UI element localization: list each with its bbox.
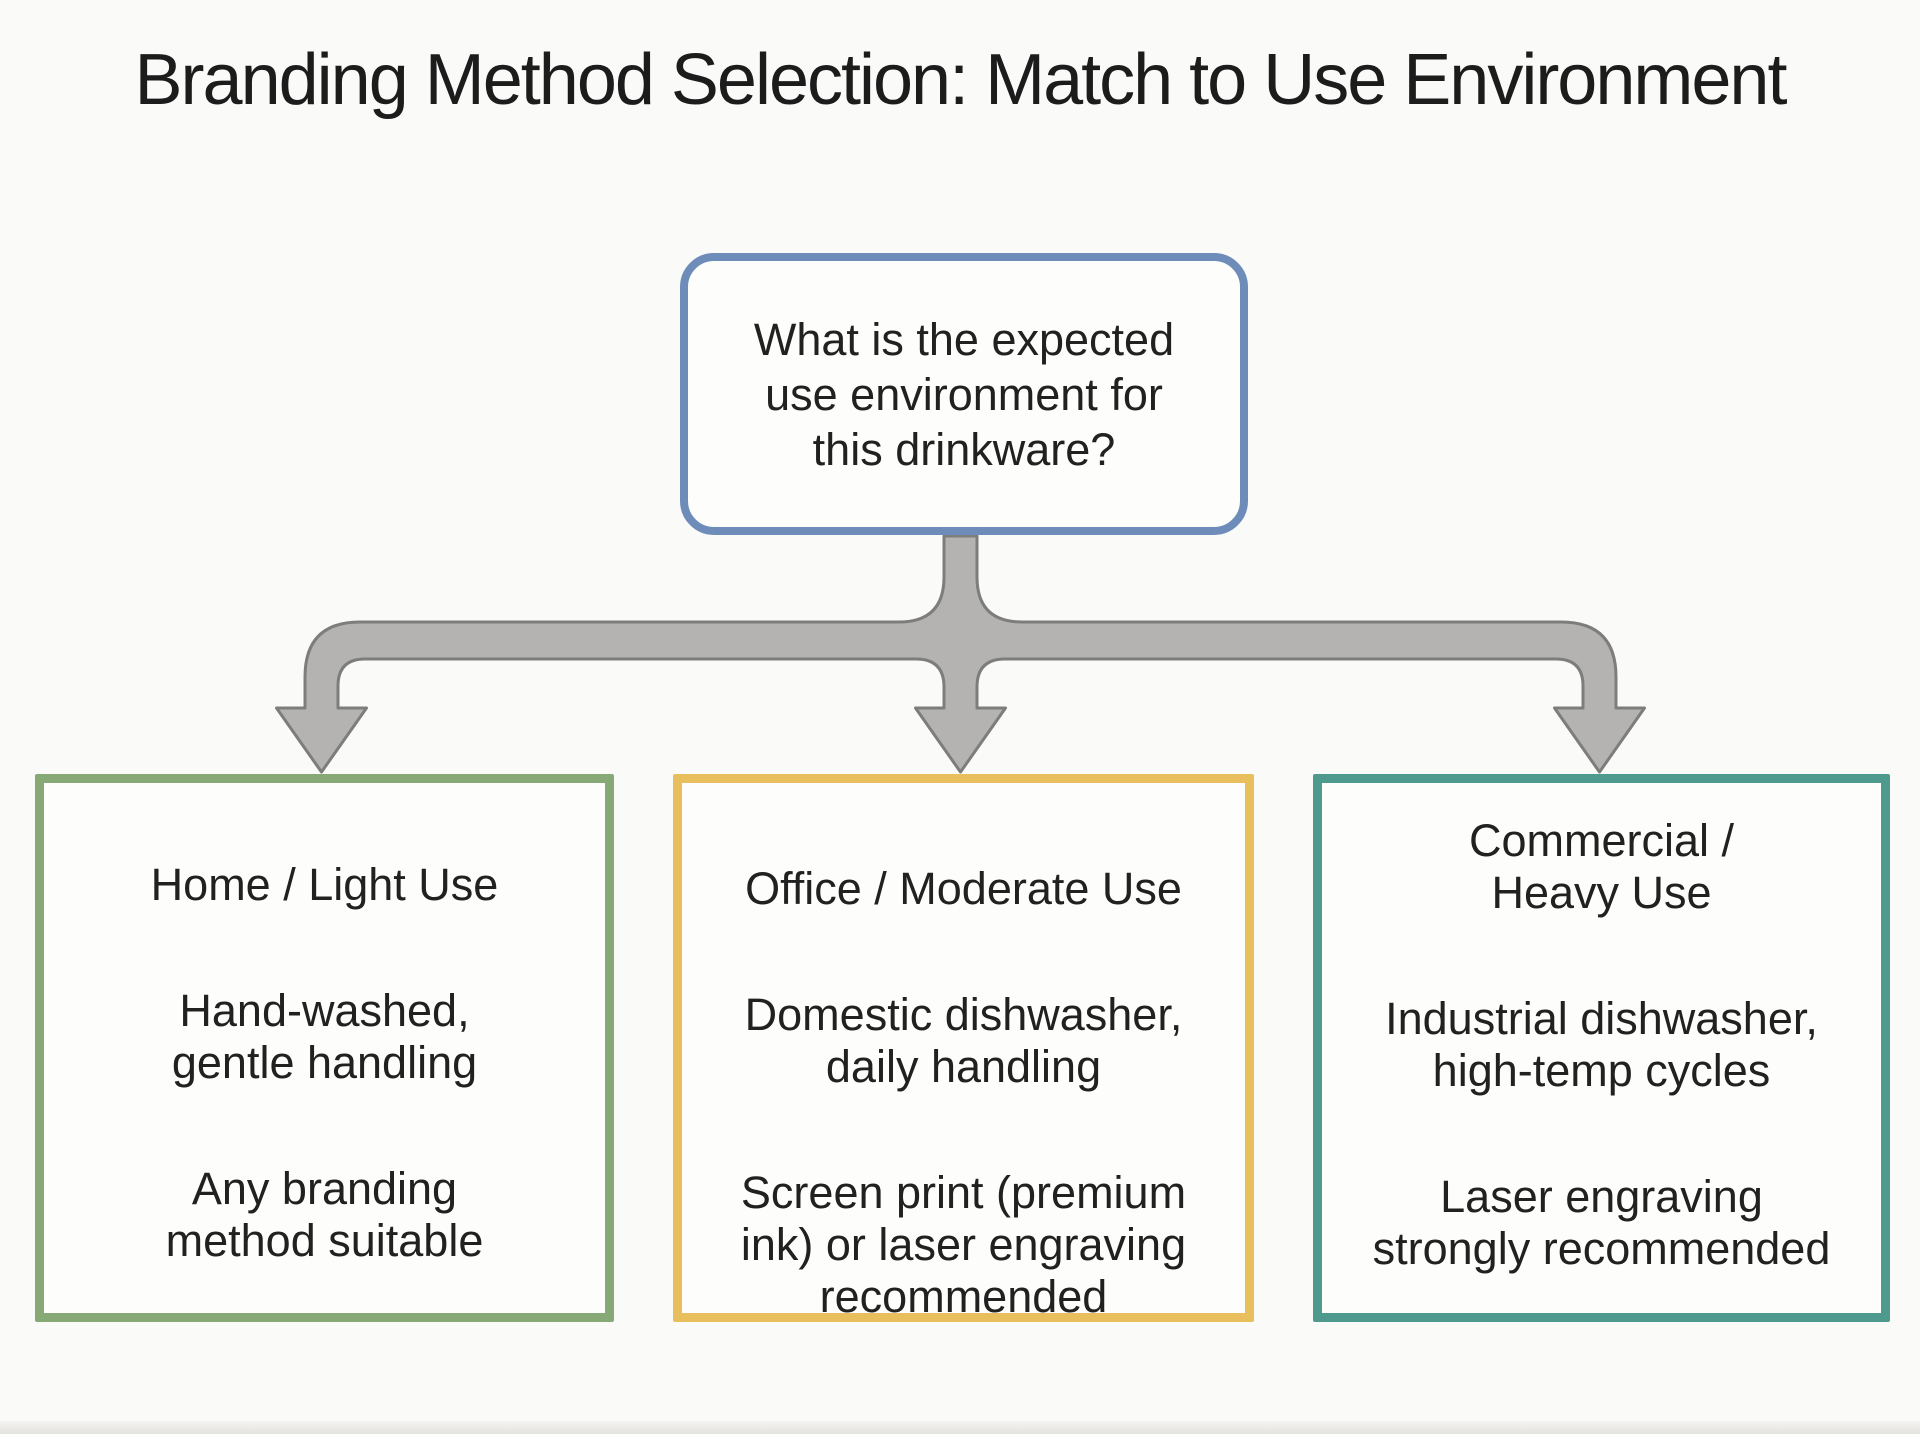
branch-recommendation-line: Screen print (premium	[740, 1167, 1187, 1218]
branch-care-line: daily handling	[825, 1041, 1102, 1092]
branch-recommendation-line: Laser engraving	[1440, 1171, 1763, 1222]
branch-recommendation-line: Any branding	[191, 1163, 458, 1214]
branch-box-home-light-use: Home / Light Use Hand-washed, gentle han…	[35, 774, 614, 1322]
branch-heading: Home / Light Use	[151, 859, 499, 911]
page-title: Branding Method Selection: Match to Use …	[134, 40, 1788, 120]
branch-box-commercial-heavy-use: Commercial / Heavy Use Industrial dishwa…	[1313, 774, 1890, 1322]
branch-heading: Commercial / Heavy Use	[1469, 815, 1734, 919]
branch-recommendation-line: strongly recommended	[1372, 1223, 1831, 1274]
branch-care-line: high-temp cycles	[1432, 1045, 1771, 1096]
branch-care-line: Hand-washed,	[179, 985, 470, 1036]
decision-line: What is the expected	[753, 313, 1175, 365]
decision-node: What is the expected use environment for…	[680, 253, 1248, 535]
branch-care-text: Industrial dishwasher, high-temp cycles	[1385, 993, 1818, 1097]
branch-care-text: Hand-washed, gentle handling	[172, 985, 477, 1089]
decision-line: this drinkware?	[812, 423, 1116, 475]
branch-heading-line: Home / Light Use	[150, 859, 499, 910]
branch-recommendation-line: method suitable	[165, 1215, 484, 1266]
branch-heading-line: Heavy Use	[1491, 867, 1712, 918]
branch-heading: Office / Moderate Use	[745, 863, 1182, 915]
decision-line: use environment for	[765, 368, 1163, 420]
bottom-edge-artifact	[0, 1421, 1920, 1434]
branch-care-text: Domestic dishwasher, daily handling	[745, 989, 1183, 1093]
branch-care-line: gentle handling	[171, 1037, 478, 1088]
branch-recommendation-text: Laser engraving strongly recommended	[1373, 1171, 1831, 1275]
branch-care-line: Industrial dishwasher,	[1385, 993, 1818, 1044]
branch-care-line: Domestic dishwasher,	[744, 989, 1183, 1040]
branch-box-office-moderate-use: Office / Moderate Use Domestic dishwashe…	[673, 774, 1254, 1322]
branch-arrow-shape	[275, 534, 1646, 774]
branch-recommendation-text: Screen print (premium ink) or laser engr…	[741, 1167, 1186, 1323]
branch-heading-line: Office / Moderate Use	[745, 863, 1182, 914]
branch-heading-line: Commercial /	[1468, 815, 1735, 866]
decision-node-text: What is the expected use environment for…	[754, 312, 1174, 477]
branch-recommendation-line: ink) or laser engraving	[740, 1219, 1187, 1270]
branch-recommendation-text: Any branding method suitable	[166, 1163, 484, 1267]
branch-recommendation-line: recommended	[819, 1271, 1108, 1322]
